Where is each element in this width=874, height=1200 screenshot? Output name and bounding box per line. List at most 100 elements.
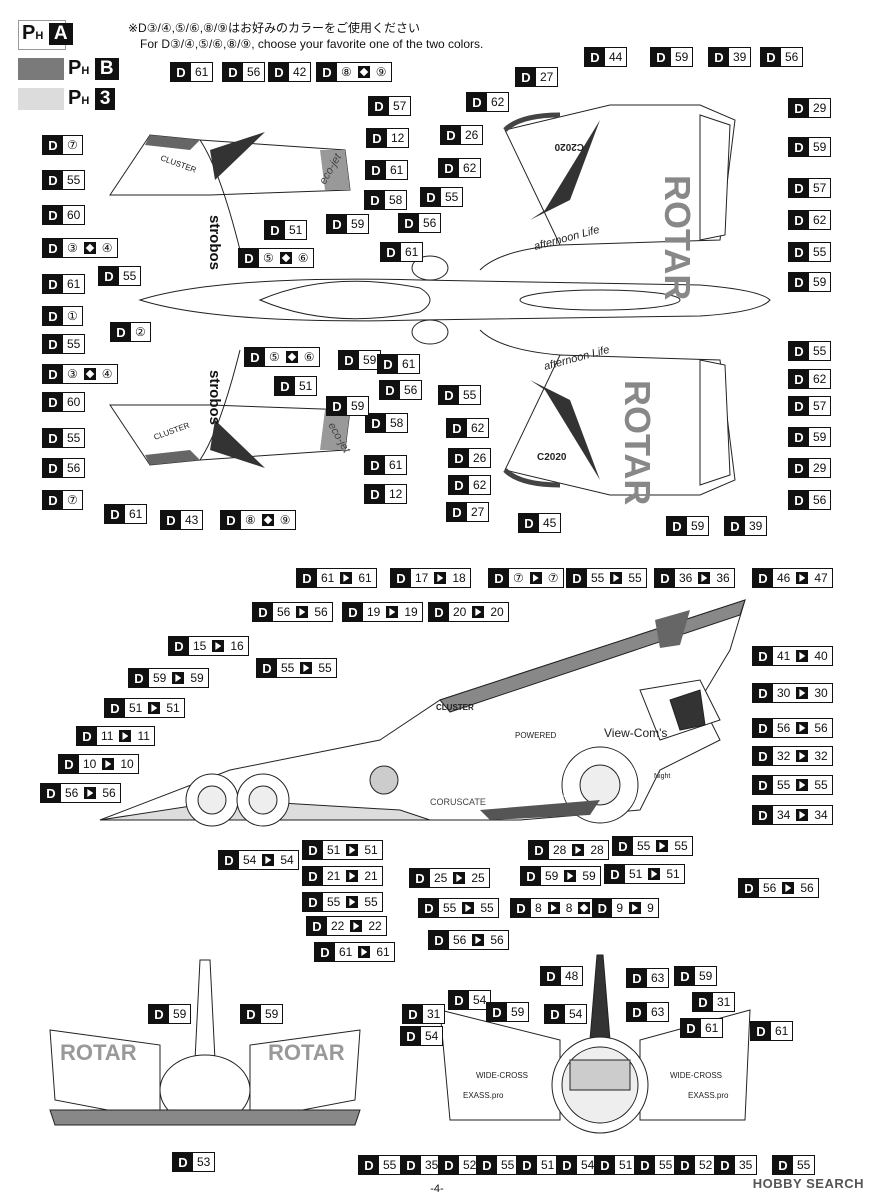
decal-number: 55 <box>67 431 81 445</box>
decal-number: 18 <box>452 571 466 585</box>
decal-number: 29 <box>813 461 827 475</box>
decal-number: 54 <box>280 853 294 867</box>
decal-number: ⑨ <box>375 65 387 79</box>
dark-dance-text: Dark Dance <box>527 793 570 802</box>
decal-d-marker: D <box>651 48 671 66</box>
either-color-icon <box>279 252 292 264</box>
decal-number: 21 <box>364 869 378 883</box>
decal-number: 12 <box>391 131 405 145</box>
decal-d-marker: D <box>557 1156 577 1174</box>
decal-d-marker: D <box>43 307 63 325</box>
decal-number: 25 <box>434 871 448 885</box>
decal-number: 55 <box>813 344 827 358</box>
decal-number: 61 <box>339 945 353 959</box>
decal-number: 11 <box>137 729 150 743</box>
decal-number: ③ <box>67 241 78 255</box>
decal-d-marker: D <box>421 188 441 206</box>
mid-decal-tag: D 54 54 <box>218 850 299 870</box>
decal-number: 61 <box>129 507 143 521</box>
decal-arrow-icon <box>796 809 809 821</box>
decal-number: ⑦ <box>67 138 78 152</box>
decal-number: 55 <box>480 901 494 915</box>
decal-d-marker: D <box>761 48 781 66</box>
decal-number: ⑤ <box>263 251 274 265</box>
decal-number: 16 <box>230 639 244 653</box>
decal-d-marker: D <box>41 784 61 802</box>
decal-number: 55 <box>637 839 651 853</box>
decal-number: 32 <box>814 749 828 763</box>
decal-d-marker: D <box>635 1156 655 1174</box>
decal-d-marker: D <box>366 161 386 179</box>
decal-d-marker: D <box>487 1003 507 1021</box>
rotar-text-upper: ROTAR <box>657 175 698 300</box>
decal-number: 54 <box>243 853 257 867</box>
decal-d-marker: D <box>219 851 239 869</box>
decal-arrow-icon <box>296 606 309 618</box>
decal-number: 19 <box>367 605 381 619</box>
decal-d-marker: D <box>359 1156 379 1174</box>
decal-arrow-icon <box>148 702 161 714</box>
decal-number: 55 <box>814 778 828 792</box>
decal-number: 10 <box>83 757 97 771</box>
decal-number: 22 <box>331 919 345 933</box>
decal-number: ⑧ <box>245 513 256 527</box>
decal-d-marker: D <box>753 647 773 665</box>
decal-d-marker: D <box>595 1156 615 1174</box>
decal-number: 62 <box>813 372 827 386</box>
decal-d-marker: D <box>447 503 467 521</box>
decal-number: 59 <box>511 1005 525 1019</box>
legend-swatch-3 <box>18 88 64 110</box>
decal-number: 59 <box>582 869 596 883</box>
decal-arrow-icon <box>698 572 711 584</box>
either-color-icon <box>357 66 370 78</box>
bottom-decal-tag: D 59 <box>486 1002 530 1022</box>
legend-label-b: PH B <box>68 57 119 80</box>
decal-d-marker: D <box>307 917 327 935</box>
decal-number: 57 <box>393 99 407 113</box>
decal-number: 46 <box>777 571 791 585</box>
decal-d-marker: D <box>449 476 469 494</box>
decal-number: 59 <box>190 671 204 685</box>
decal-d-marker: D <box>449 449 469 467</box>
decal-d-marker: D <box>675 1156 695 1174</box>
decal-number: 55 <box>364 895 378 909</box>
widecross-right: WIDE-CROSS <box>670 1071 722 1080</box>
legend-label-a: PH A <box>22 22 73 45</box>
decal-d-marker: D <box>303 867 323 885</box>
decal-d-marker: D <box>545 1005 565 1023</box>
decal-number: 57 <box>813 181 827 195</box>
decal-number: 9 <box>616 901 624 915</box>
decal-d-marker: D <box>567 569 587 587</box>
color-note: ※D③/④,⑤/⑥,⑧/⑨はお好みのカラーをご使用ください For D③/④,⑤… <box>128 20 483 52</box>
decal-number: 58 <box>389 193 403 207</box>
decal-d-marker: D <box>149 1005 169 1023</box>
decal-number: 56 <box>785 50 799 64</box>
decal-number: 30 <box>814 686 828 700</box>
decal-d-marker: D <box>521 867 541 885</box>
either-color-icon <box>261 514 274 526</box>
decal-number: 51 <box>129 701 143 715</box>
decal-d-marker: D <box>449 991 469 1009</box>
decal-d-marker: D <box>245 348 265 366</box>
